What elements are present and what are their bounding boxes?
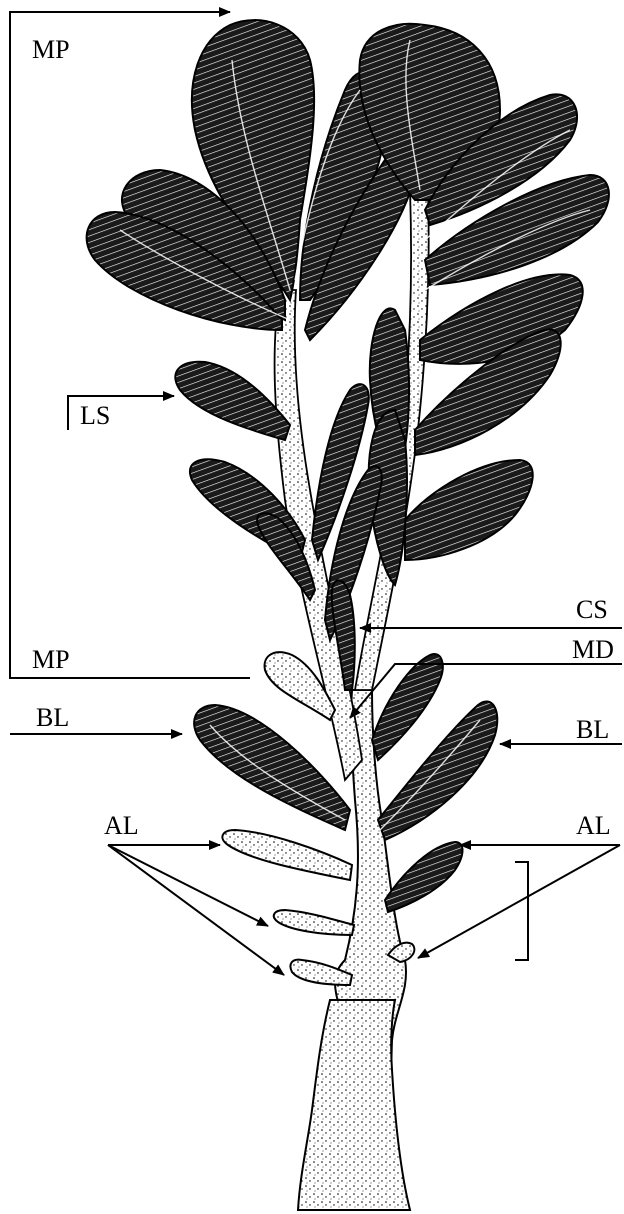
- label-bl-right: BL: [576, 715, 609, 744]
- al-left-arrow-3: [108, 845, 284, 975]
- label-mp-top: MP: [32, 35, 70, 64]
- leaf-al-right-1: [385, 842, 463, 912]
- label-ls: LS: [80, 401, 110, 430]
- leaf-bl-left: [194, 705, 350, 830]
- leaf-al-left-2: [274, 910, 354, 935]
- label-cs: CS: [576, 595, 608, 624]
- leaf-ls: [175, 362, 290, 440]
- plant-drawing: [87, 20, 609, 1210]
- label-md: MD: [572, 635, 614, 664]
- label-al-left: AL: [104, 811, 139, 840]
- label-mp-mid: MP: [32, 645, 70, 674]
- leaf-right-5: [405, 460, 533, 560]
- al-left-arrow-2: [108, 845, 268, 926]
- leaf-al-left-1: [222, 830, 352, 880]
- leaf-right-mid: [372, 654, 443, 760]
- label-al-right: AL: [576, 811, 611, 840]
- label-bl-left: BL: [36, 703, 69, 732]
- al-bracket: [515, 862, 528, 960]
